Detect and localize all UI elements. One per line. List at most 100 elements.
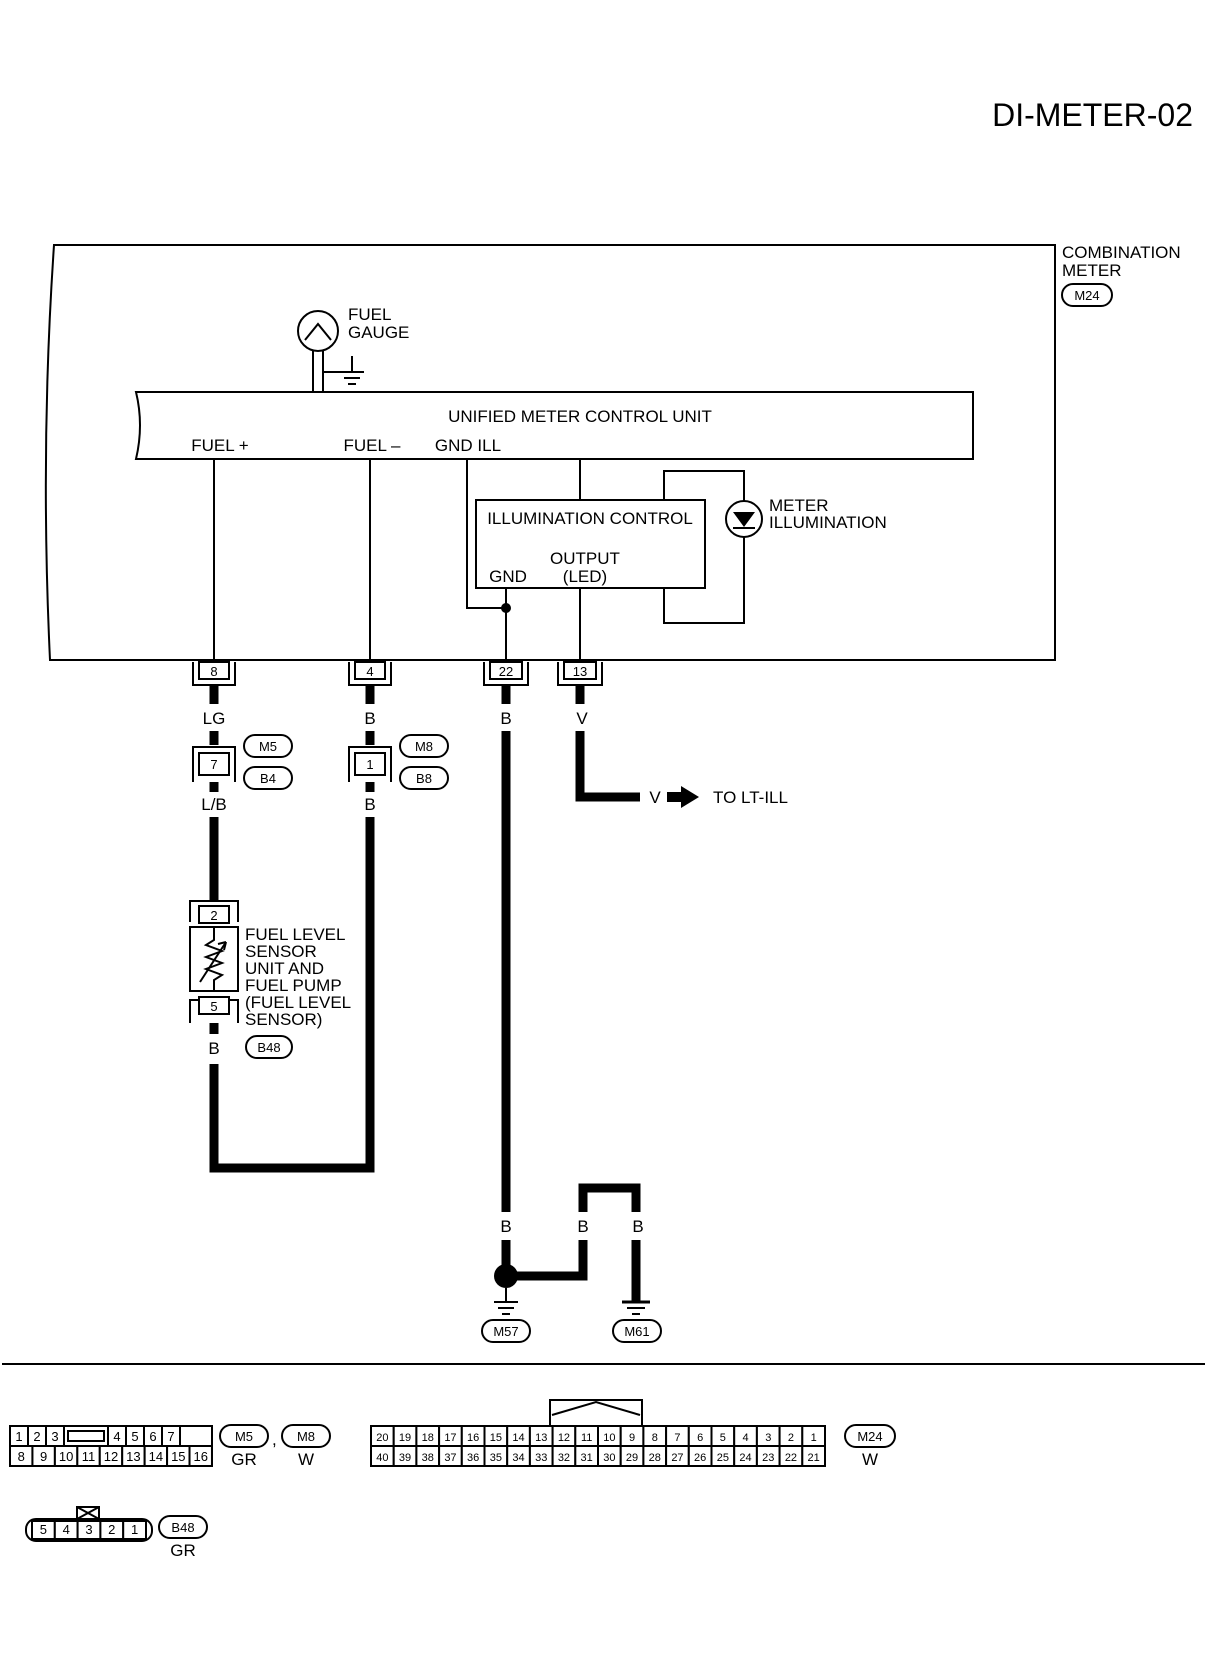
connector-m24-row1-pin: 12 [558,1432,570,1444]
terminal-4: 4 [348,661,392,686]
sensor-label-1: FUEL LEVEL [245,925,345,944]
ground-badge-m57 [481,1319,531,1343]
sensor-label-5: (FUEL LEVEL [245,993,351,1012]
fuel-gauge-icon [297,310,364,392]
control-unit-box [134,391,974,460]
wire-color-b-m57: B [500,1217,511,1236]
combination-meter-label-2: METER [1062,261,1122,280]
connector-m24-row1-pin: 5 [720,1432,726,1444]
pin-label-fuel-minus: FUEL – [343,436,401,455]
terminal-8-label: 8 [210,664,217,679]
wire-color-v-arrow: V [649,788,661,807]
connector-m24-row2-pin: 36 [467,1452,479,1464]
connector-m24-row1-pin: 18 [422,1432,434,1444]
connector-m24-row1-pin: 16 [467,1432,479,1444]
ground-badge-m61-label: M61 [624,1324,649,1339]
connector-m24-row1-pin: 9 [629,1432,635,1444]
sensor-label-2: SENSOR [245,942,317,961]
connector-m5-row1-pin: 3 [51,1429,58,1444]
connector-view-color-m24: W [862,1450,878,1469]
connector-b48-pin: 4 [63,1522,70,1537]
connector-m24-row1-pin: 14 [512,1432,524,1444]
ground-badge-m57-label: M57 [493,1324,518,1339]
connector-view-badge-m24 [844,1424,896,1448]
connector-m24-row2-pin: 33 [535,1452,547,1464]
connector-m5-row2-pin: 9 [40,1449,47,1464]
connector-view-badge-m5 [219,1424,269,1448]
illumination-control-box [475,499,706,589]
connector-badge-b48-label: B48 [257,1040,280,1055]
wire-color-b-m61-a: B [577,1217,588,1236]
illumination-output-label-2: (LED) [563,567,607,586]
connector-m5-row2-pin: 15 [171,1449,185,1464]
connector-m24-row2-pin: 26 [694,1452,706,1464]
terminal-22: 22 [483,661,529,686]
ground-m61-icon [622,1300,650,1315]
connector-badge-m24-label: M24 [1074,288,1099,303]
connector-badge-b4-label: B4 [260,771,276,786]
fuel-gauge-label-1: FUEL [348,305,391,324]
wire-color-b-sensor: B [208,1039,219,1058]
pin-label-gnd-ill: GND ILL [435,436,501,455]
connector-m24-row1-pin: 15 [490,1432,502,1444]
connector-m5-row2-pin: 16 [194,1449,208,1464]
connector-m5-row2-pin: 12 [104,1449,118,1464]
connector-m5-row2-pin: 10 [59,1449,73,1464]
wire-color-b-8: B [364,795,375,814]
connector-badge-m8-label: M8 [415,739,433,754]
connector-b48-cell [122,1520,147,1540]
connector-m24-row2-pin: 23 [762,1452,774,1464]
fuel-level-sensor: 2 5 [189,900,239,1023]
connector-m5-row2-cell [188,1445,213,1467]
inline-connector-m8-b8: 1 [348,746,392,782]
connector-b48-pin: 3 [85,1522,92,1537]
ground-m57-icon [494,1288,518,1315]
connector-m24-row1-pin: 19 [399,1432,411,1444]
connector-m24-row2-pin: 24 [739,1452,751,1464]
terminal-8: 8 [192,661,236,686]
inline-connector-m5-b4: 7 [192,746,236,782]
connector-badge-b48 [245,1035,293,1059]
connector-view-badge-b48-label: B48 [171,1520,194,1535]
sensor-label-3: UNIT AND [245,959,324,978]
connector-m24-row2-pin: 29 [626,1452,638,1464]
led-loop-wire [663,470,745,624]
inline-connector-m5-pin: 7 [210,757,217,772]
connector-badge-b8-label: B8 [416,771,432,786]
connector-m24-row2-pin: 21 [808,1452,820,1464]
ground-splice-dot [494,1264,518,1288]
connector-view-badge-m8 [281,1424,331,1448]
connector-m5-row1-pin: 4 [113,1429,120,1444]
illumination-output-label-1: OUTPUT [550,549,620,568]
led-icon [725,500,763,538]
terminal-4-label: 4 [366,664,373,679]
pin-label-fuel-plus: FUEL + [191,436,249,455]
connector-m24-row1-pin: 6 [697,1432,703,1444]
connector-m24-row2-pin: 40 [376,1452,388,1464]
connector-m24-row1-pin: 11 [581,1432,592,1444]
sensor-label-6: SENSOR) [245,1010,322,1029]
connector-m24-row2-pin: 34 [512,1452,524,1464]
connector-b48-pin: 5 [40,1522,47,1537]
connector-m24-row1-pin: 17 [444,1432,456,1444]
page-title: DI-METER-02 [992,97,1193,133]
ground-badge-m61 [612,1319,662,1343]
connector-m24-row2-pin: 37 [444,1452,456,1464]
connector-m24-row2-pin: 35 [490,1452,502,1464]
connector-m5-row1-pin: 2 [33,1429,40,1444]
connector-badge-m24 [1061,283,1113,307]
connector-m24-row1-pin: 2 [788,1432,794,1444]
connector-m24-row2-pin: 32 [558,1452,570,1464]
connector-m5-row1-pin: 1 [15,1429,22,1444]
terminal-13: 13 [557,661,603,686]
control-unit-title: UNIFIED METER CONTROL UNIT [448,407,712,426]
to-lt-ill-label: TO LT-ILL [713,788,788,807]
connector-view-badge-m24-label: M24 [857,1429,882,1444]
connector-m24-row1-pin: 20 [376,1432,388,1444]
terminal-13-label: 13 [573,664,587,679]
